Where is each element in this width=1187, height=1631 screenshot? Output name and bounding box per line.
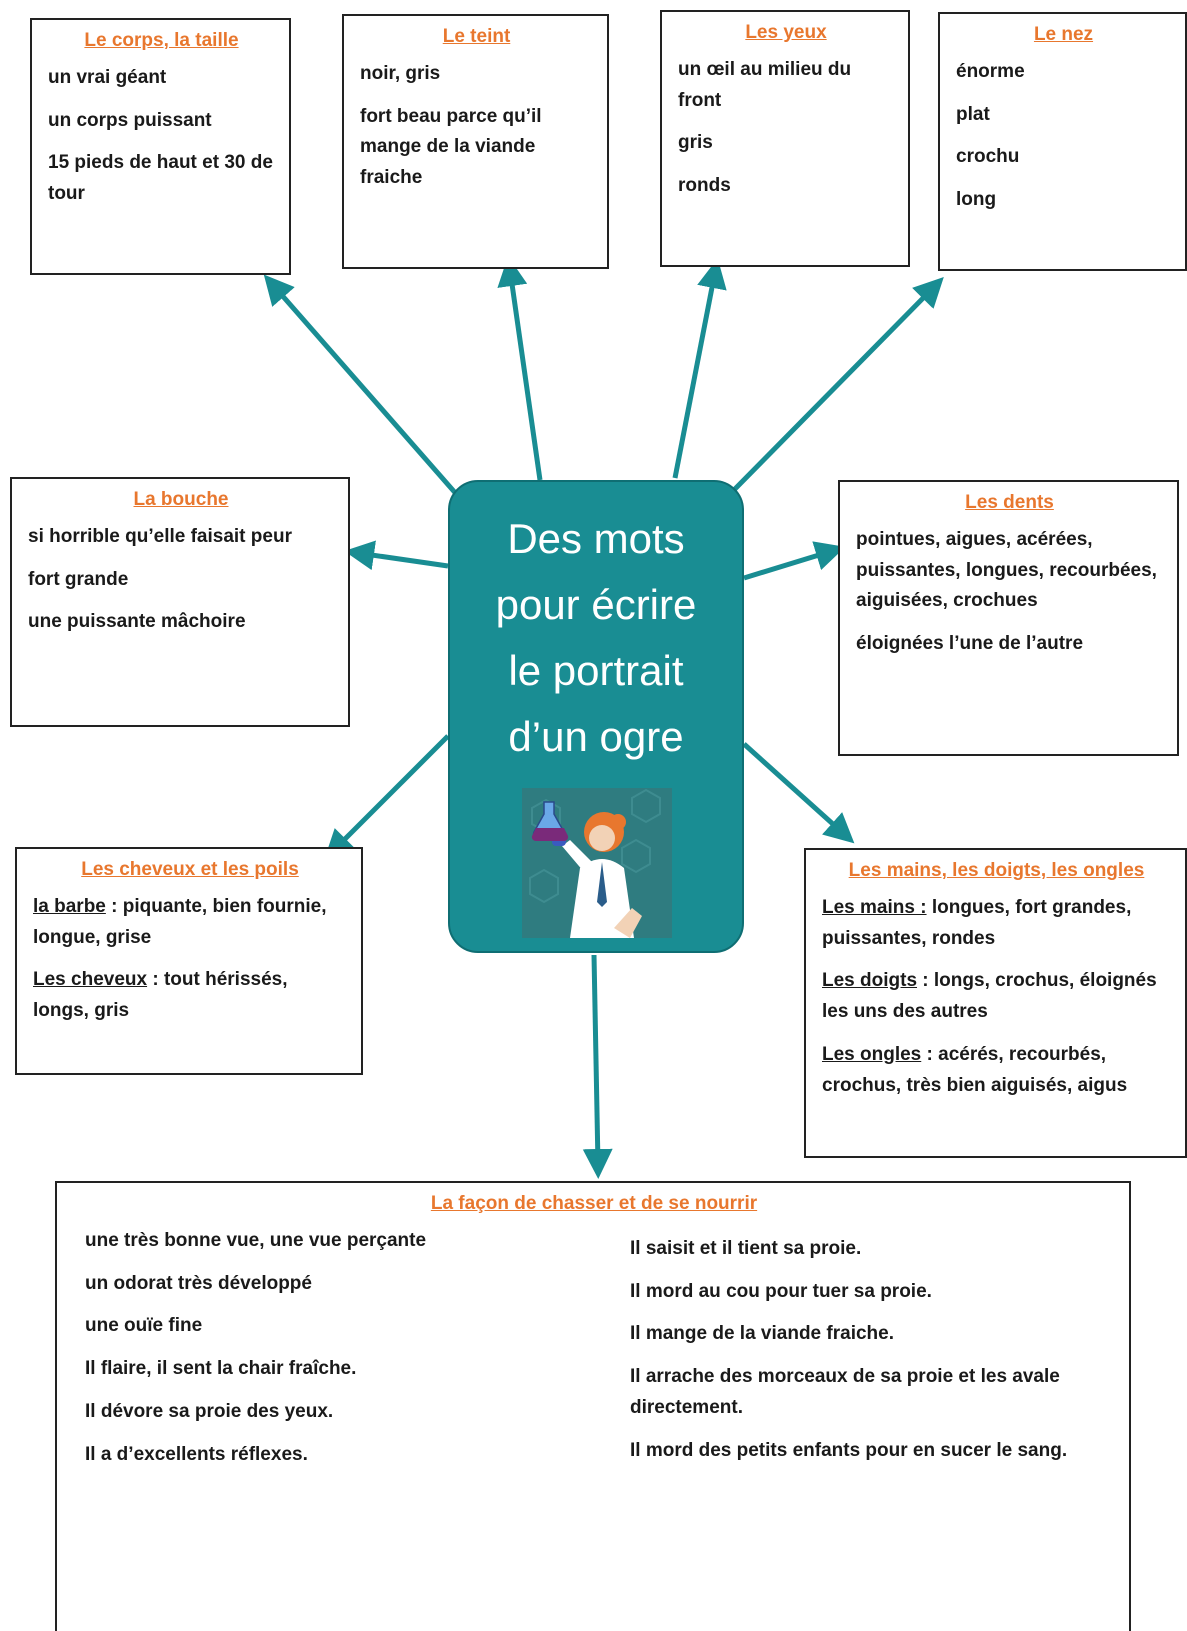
arrow-to-bouche — [344, 540, 449, 571]
box-cheveux: Les cheveux et les poils la barbe : piqu… — [15, 847, 363, 1075]
box-line: pointues, aigues, acérées, puissantes, l… — [856, 528, 1157, 612]
box-title: Les mains, les doigts, les ongles — [848, 860, 1145, 881]
box-dents: Les dents pointues, aigues, acérées, pui… — [838, 480, 1179, 756]
box-line: Il mord des petits enfants pour en sucer… — [630, 1439, 1068, 1461]
box-title: Le corps, la taille — [84, 30, 239, 51]
box-line: éloignées l’une de l’autre — [856, 633, 1084, 655]
box-title: Le nez — [1033, 24, 1094, 45]
box-line: Les mains : longues, fort grandes, puiss… — [822, 893, 1171, 955]
box-bouche: La bouche si horrible qu’elle faisait pe… — [10, 477, 350, 727]
box-line: gris — [678, 132, 713, 154]
line-text: : longs, crochus, éloignés les uns des a… — [822, 970, 1157, 1023]
chasse-right-column: Il saisit et il tient sa proie. Il mord … — [570, 1226, 1115, 1483]
box-nez: Le nez énorme plat crochu long — [938, 12, 1187, 271]
center-title-line: Des mots — [507, 515, 685, 562]
box-line: crochu — [956, 146, 1020, 168]
box-teint: Le teint noir, gris fort beau parce qu’i… — [342, 14, 609, 269]
box-line: la barbe : piquante, bien fournie, longu… — [33, 892, 347, 954]
arrow-to-dents — [743, 541, 846, 581]
box-line: plat — [956, 103, 990, 125]
box-title: La bouche — [133, 489, 229, 510]
box-line: un vrai géant — [48, 66, 167, 88]
arrow-to-teint — [497, 256, 543, 481]
line-text: : tout hérissés, longs, gris — [33, 969, 288, 1022]
box-title: Les cheveux et les poils — [81, 859, 299, 880]
box-line: Les ongles : acérés, recourbés, crochus,… — [822, 1040, 1171, 1102]
line-label: Les ongles — [822, 1043, 922, 1065]
box-line: 15 pieds de haut et 30 de tour — [48, 152, 273, 205]
line-text: longues, fort grandes, puissantes, ronde… — [822, 896, 1132, 949]
box-line: Il mange de la viande fraiche. — [630, 1323, 894, 1345]
line-label: Les doigts — [822, 970, 918, 992]
box-line: Il arrache des morceaux de sa proie et l… — [630, 1366, 1060, 1418]
line-label: la barbe — [33, 895, 106, 917]
box-yeux: Les yeux un œil au milieu du front gris … — [660, 10, 910, 267]
box-line: Il mord au cou pour tuer sa proie. — [630, 1280, 932, 1302]
box-title: Le teint — [442, 26, 511, 47]
box-title: Les dents — [965, 492, 1054, 513]
arrow-to-mains — [742, 742, 855, 844]
box-line: noir, gris — [360, 62, 441, 84]
box-chasse: La façon de chasser et de se nourrir une… — [55, 1181, 1131, 1631]
box-line: Il saisit et il tient sa proie. — [630, 1237, 862, 1259]
box-line: énorme — [956, 60, 1025, 82]
box-line: un odorat très développé — [85, 1272, 312, 1294]
center-title-line: pour écrire — [495, 581, 697, 628]
center-title-line: d’un ogre — [508, 713, 684, 760]
center-topic-card: Des mots pour écrire le portrait d’un og… — [448, 480, 744, 953]
box-line: Il dévore sa proie des yeux. — [85, 1400, 334, 1422]
line-text: : piquante, bien fournie, longue, grise — [33, 895, 327, 948]
center-title: Des mots pour écrire le portrait d’un og… — [450, 506, 742, 770]
box-line: un corps puissant — [48, 109, 212, 131]
box-line: long — [956, 189, 997, 211]
box-line: Il a d’excellents réflexes. — [85, 1443, 308, 1465]
arrow-to-nez — [728, 277, 944, 496]
line-label: Les mains : — [822, 896, 927, 918]
center-title-line: le portrait — [508, 647, 684, 694]
chasse-left-column: une très bonne vue, une vue perçante un … — [73, 1226, 570, 1483]
box-title: Les yeux — [745, 22, 827, 43]
box-line: une ouïe fine — [85, 1315, 203, 1337]
scientist-illustration-icon — [522, 788, 672, 938]
box-mains: Les mains, les doigts, les ongles Les ma… — [804, 848, 1187, 1158]
box-line: une puissante mâchoire — [28, 611, 246, 633]
arrow-to-cheveux — [324, 734, 450, 860]
box-line: fort grande — [28, 568, 129, 590]
box-line: un œil au milieu du front — [678, 58, 852, 111]
box-line: Il flaire, il sent la chair fraîche. — [85, 1358, 357, 1380]
box-line: fort beau parce qu’il mange de la viande… — [360, 105, 542, 189]
box-line: Les doigts : longs, crochus, éloignés le… — [822, 966, 1171, 1028]
line-text: : acérés, recourbés, crochus, très bien … — [822, 1043, 1128, 1096]
box-line: une très bonne vue, une vue perçante — [85, 1229, 427, 1251]
box-line: ronds — [678, 175, 731, 197]
arrow-to-chasse — [582, 954, 613, 1179]
box-line: si horrible qu’elle faisait peur — [28, 525, 292, 547]
box-title: La façon de chasser et de se nourrir — [430, 1193, 758, 1214]
arrow-to-corps — [263, 274, 460, 498]
box-corps: Le corps, la taille un vrai géant un cor… — [30, 18, 291, 275]
box-line: Les cheveux : tout hérissés, longs, gris — [33, 965, 347, 1027]
arrow-to-yeux — [672, 258, 727, 479]
line-label: Les cheveux — [33, 969, 148, 991]
